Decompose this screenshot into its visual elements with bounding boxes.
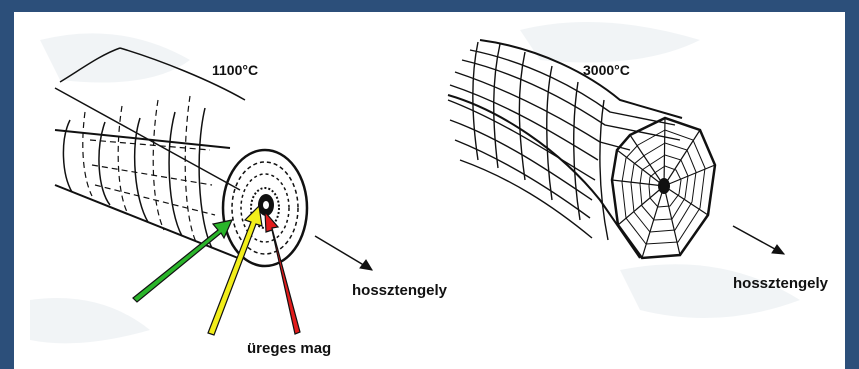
axis-line-left	[55, 88, 240, 190]
axis-label-left: hossztengely	[352, 282, 447, 299]
core-dot	[659, 179, 669, 193]
green-arrow	[133, 220, 232, 302]
red-arrow	[265, 212, 300, 334]
fiber-bottom-edge	[55, 185, 238, 258]
axis-label-right: hossztengely	[733, 275, 828, 292]
hollow-core-label: üreges mag	[247, 340, 331, 357]
fiber-top-edge	[55, 130, 230, 148]
temperature-label-1100: 1100°C	[212, 62, 258, 78]
temperature-label-3000: 3000°C	[583, 62, 630, 78]
